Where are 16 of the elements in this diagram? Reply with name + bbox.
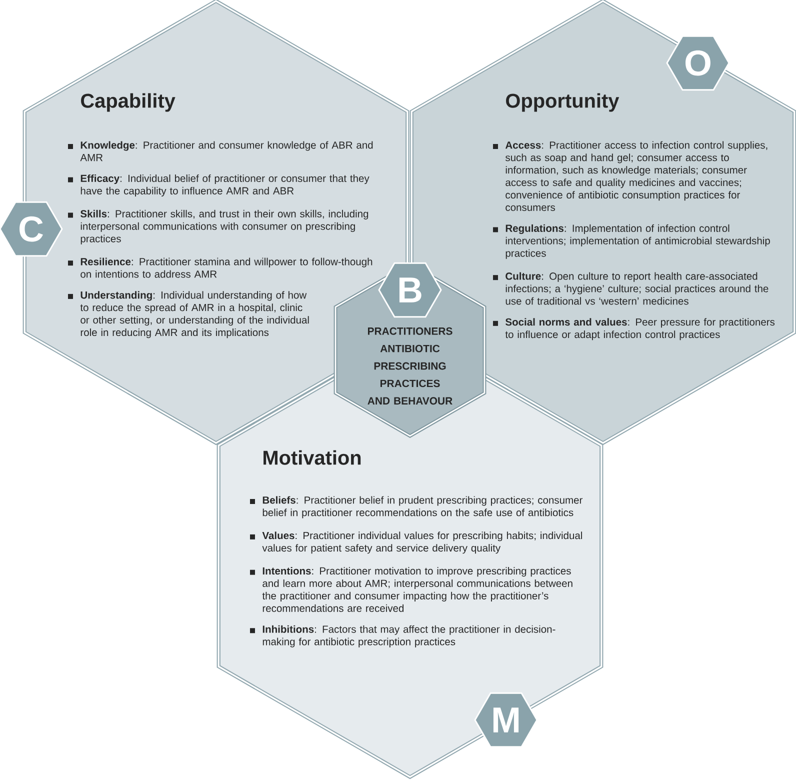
panel-heading: Motivation <box>264 450 361 465</box>
panel-heading: Capability <box>81 93 176 112</box>
bullet-item: Inhibitions: Factors that may affect the practitioner in decision-making for antibiotic prescription practices <box>250 625 556 648</box>
bullet-item: Knowledge: Practitioner and consumer knowledge of ABR and AMR <box>68 141 373 162</box>
bullet-item: Understanding: Individual understanding of how to reduce the spread of AMR in a hospital, clinic or other setting, or understanding of the individual role in reducing AMR and its implications <box>68 291 309 338</box>
bullet-item: Culture: Open culture to report health care-associated infections; a ‘hygiene’ culture; social practices around the use of traditional vs ‘western’ medicines <box>493 272 768 305</box>
bullet-item: Efficacy: Individual belief of practitioner or consumer that they have the capability to influence AMR and ABR <box>68 174 370 196</box>
bullet-item: Access: Practitioner access to infection control supplies, such as soap and hand gel; consumer access to information, such as knowledge materials; consumer access to safe and quality medicines and vaccines; convenience of antibiotic consumption practices for consumers <box>493 141 768 211</box>
bullet-item: Regulations: Implementation of infection control interventions; implementation of antimicrobial stewardship practices <box>493 224 770 259</box>
bullet-item: Skills: Practitioner skills, and trust in their own skills, including interpersonal communications with consumer on prescribing practices <box>68 210 368 244</box>
letter-hexagon: C <box>0 201 63 257</box>
bullet-item: Social norms and values: Peer pressure for practitioners to influence or adapt infection control practices <box>493 318 775 340</box>
bullet-item: Beliefs: Practitioner belief in prudent prescribing practices; consumer belief in practitioner recommendations on the safe use of antibiotics <box>250 496 583 518</box>
panel-heading: Opportunity <box>506 93 620 112</box>
bullet-item: Intentions: Practitioner motivation to improve prescribing practices and learn more about AMR; interpersonal communications between the practitioner and consumer impacting how the practitioner’s recommendations are received <box>250 567 572 612</box>
bullet-item: Values: Practitioner individual values for prescribing habits; individual values for patient safety and service delivery quality <box>250 532 582 554</box>
